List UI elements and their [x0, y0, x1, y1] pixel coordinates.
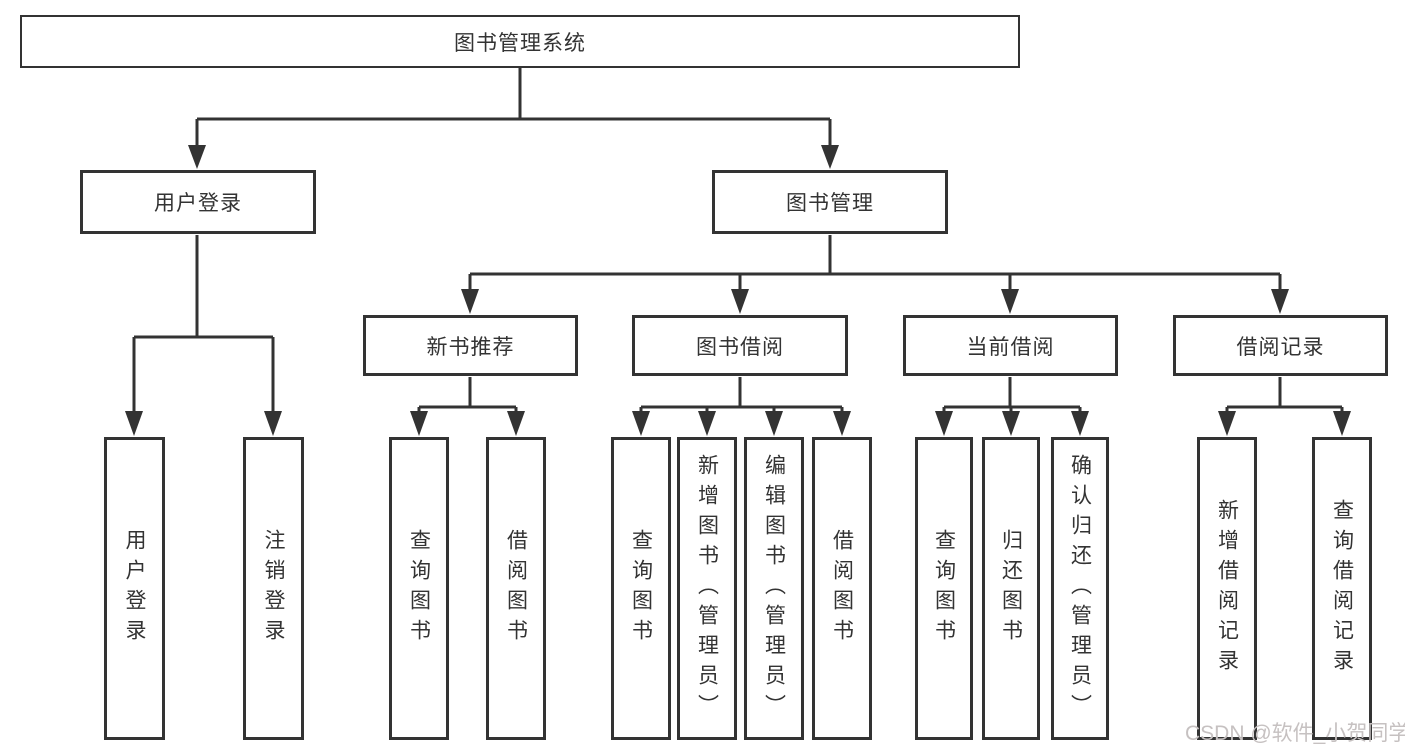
node-label: 新增图书（管理员）: [695, 453, 719, 724]
arrow-down-icon: [125, 411, 143, 436]
leaf-confirm-return-admin: 确认归还（管理员）: [1051, 437, 1109, 740]
arrow-down-icon: [1271, 289, 1289, 314]
node-label: 新书推荐: [426, 335, 515, 359]
arrow-down-icon: [632, 411, 650, 436]
node-label: 编辑图书（管理员）: [762, 453, 786, 724]
arrow-down-icon: [1002, 411, 1020, 436]
arrow-down-icon: [410, 411, 428, 436]
node-label: 查询图书: [407, 528, 431, 649]
arrow-down-icon: [461, 289, 479, 314]
connector-book-management-to-level3: [461, 235, 1289, 314]
arrow-down-icon: [1333, 411, 1351, 436]
node-label: 查询图书: [932, 528, 956, 649]
leaf-logout: 注销登录: [243, 437, 304, 740]
leaf-borrow-books-borrowing: 借阅图书: [812, 437, 872, 740]
leaf-return-books: 归还图书: [982, 437, 1040, 740]
arrow-down-icon: [935, 411, 953, 436]
arrow-down-icon: [1218, 411, 1236, 436]
node-label: 借阅图书: [830, 528, 854, 649]
node-borrowing-records: 借阅记录: [1173, 315, 1388, 376]
leaf-add-borrow-record: 新增借阅记录: [1197, 437, 1257, 740]
node-new-book-recommendation: 新书推荐: [363, 315, 578, 376]
arrow-down-icon: [698, 411, 716, 436]
node-label: 图书借阅: [696, 335, 784, 359]
leaf-query-books-current: 查询图书: [915, 437, 973, 740]
node-label: 当前借阅: [966, 335, 1055, 359]
connector-new-book-recommendation-to-leaves: [410, 377, 525, 436]
arrow-down-icon: [833, 411, 851, 436]
leaf-borrow-books-recommend: 借阅图书: [486, 437, 546, 740]
arrow-down-icon: [188, 145, 206, 169]
node-label: 借阅图书: [504, 528, 528, 649]
node-label: 注销登录: [262, 528, 285, 649]
node-label: 图书管理: [786, 192, 874, 215]
node-label: 新增借阅记录: [1215, 498, 1239, 679]
node-label: 用户登录: [154, 192, 242, 215]
connector-book-borrowing-to-leaves: [632, 377, 851, 436]
arrow-down-icon: [765, 411, 783, 436]
node-book-management: 图书管理: [712, 170, 948, 234]
arrow-down-icon: [1071, 411, 1089, 436]
arrow-down-icon: [1001, 289, 1019, 314]
node-label: 用户登录: [123, 528, 146, 649]
arrow-down-icon: [821, 145, 839, 169]
connector-user-login-to-leaves: [125, 235, 282, 436]
node-label: 归还图书: [999, 528, 1023, 649]
node-user-login: 用户登录: [80, 170, 316, 234]
connector-root-to-level2: [188, 67, 839, 169]
leaf-query-borrow-record: 查询借阅记录: [1312, 437, 1372, 740]
connector-borrowing-records-to-leaves: [1218, 377, 1351, 436]
leaf-query-books-recommend: 查询图书: [389, 437, 449, 740]
node-label: 查询借阅记录: [1330, 498, 1354, 679]
leaf-query-books-borrowing: 查询图书: [611, 437, 671, 740]
node-book-borrowing: 图书借阅: [632, 315, 848, 376]
node-label: 查询图书: [629, 528, 653, 649]
node-current-borrowing: 当前借阅: [903, 315, 1118, 376]
arrow-down-icon: [731, 289, 749, 314]
node-label: 确认归还（管理员）: [1068, 453, 1092, 724]
node-root: 图书管理系统: [20, 15, 1020, 68]
arrow-down-icon: [507, 411, 525, 436]
node-label: 图书管理系统: [454, 31, 586, 55]
arrow-down-icon: [264, 411, 282, 436]
csdn-watermark: CSDN @软件_小贺同学: [1185, 722, 1405, 745]
node-label: 借阅记录: [1236, 335, 1325, 359]
leaf-add-books-admin: 新增图书（管理员）: [677, 437, 737, 740]
leaf-edit-books-admin: 编辑图书（管理员）: [744, 437, 804, 740]
leaf-user-login: 用户登录: [104, 437, 165, 740]
connector-current-borrowing-to-leaves: [935, 377, 1089, 436]
